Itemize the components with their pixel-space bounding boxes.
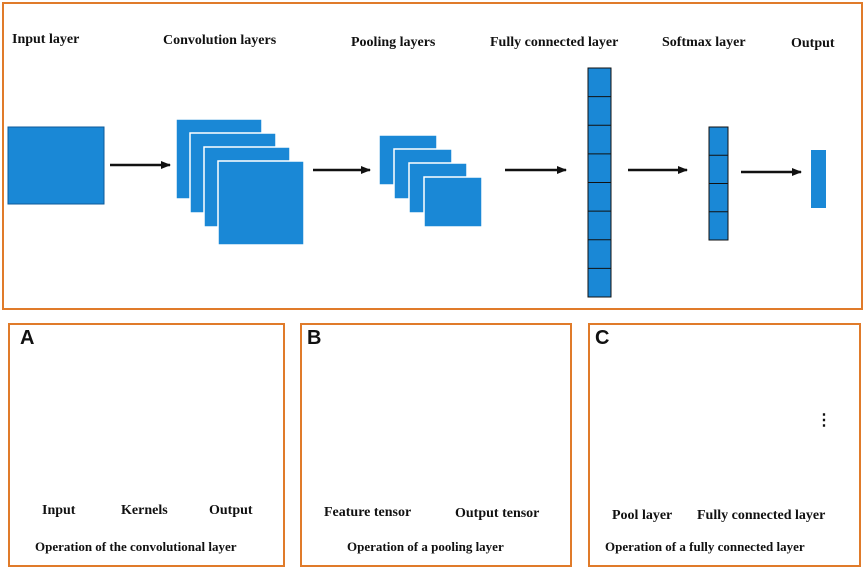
panel-a-letter: A — [20, 327, 35, 349]
panel-c-caption: Operation of a fully connected layer — [605, 539, 805, 554]
softmax-column — [708, 126, 729, 241]
output-label: Output — [791, 36, 835, 51]
panel-a-input-label: Input — [42, 503, 76, 518]
input-layer-block — [7, 126, 105, 205]
panel-c — [588, 323, 861, 567]
fully-connected-column — [587, 67, 612, 298]
panel-c-pool-label: Pool layer — [612, 508, 673, 523]
panel-b — [300, 323, 572, 567]
panel-b-output-label: Output tensor — [455, 506, 540, 521]
panel-b-caption: Operation of a pooling layer — [347, 539, 504, 554]
panel-a-output-label: Output — [209, 503, 253, 518]
panel-b-feature-label: Feature tensor — [324, 505, 412, 520]
convolution-stack — [175, 118, 305, 246]
panel-a-caption: Operation of the convolutional layer — [35, 539, 237, 554]
convolution-layers-label: Convolution layers — [163, 33, 277, 48]
fully-connected-layer-label: Fully connected layer — [490, 35, 619, 50]
input-layer-label: Input layer — [12, 32, 80, 47]
pooling-stack — [378, 134, 483, 228]
panel-c-fc-label: Fully connected layer — [697, 508, 826, 523]
panel-c-letter: C — [595, 327, 610, 349]
panel-c-ellipsis: ⋮ — [816, 412, 832, 429]
output-block — [811, 150, 826, 208]
panel-a-kernels-label: Kernels — [121, 503, 168, 518]
panel-a — [8, 323, 285, 567]
softmax-layer-label: Softmax layer — [662, 35, 746, 50]
panel-b-letter: B — [307, 327, 322, 349]
pooling-layers-label: Pooling layers — [351, 35, 436, 50]
